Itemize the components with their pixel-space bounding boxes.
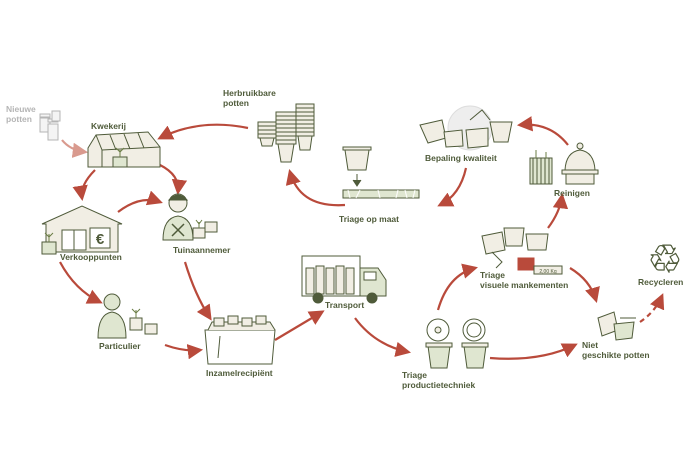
shop-icon: €	[41, 205, 123, 255]
label-private: Particulier	[99, 341, 141, 351]
arrow-nursery-to-shops	[72, 169, 96, 202]
recycle-symbol: ♻	[648, 237, 682, 281]
label-cleaning: Reinigen	[554, 188, 590, 198]
arrow-new-pots-to-nursery	[61, 139, 89, 159]
person-icon	[97, 293, 158, 339]
quality-pots-icon	[419, 105, 513, 151]
production-triage-icon	[425, 318, 489, 369]
new-pots-icon	[39, 110, 61, 141]
arrow-visual-to-unfit	[569, 267, 600, 303]
unfit-pots-icon	[597, 311, 636, 341]
gardener-icon	[162, 193, 218, 241]
label-recycle: Recycleren	[638, 277, 684, 287]
truck-cargo-pots	[305, 265, 355, 295]
label-reusable-pots: Herbruikbare potten	[223, 88, 276, 108]
label-new-pots: Nieuwe potten	[6, 104, 36, 124]
label-unfit-pots: Niet geschikte potten	[582, 340, 650, 360]
flow-arrows	[59, 116, 665, 360]
truck-icon	[301, 255, 387, 304]
arrow-visual-to-cleaning	[547, 192, 569, 229]
bell-cover-icon	[561, 142, 599, 185]
scale-readout: 2,00 Kg	[539, 269, 556, 275]
label-transport: Transport	[325, 300, 365, 310]
arrow-shops-to-private	[59, 261, 103, 304]
label-visual-triage: Triage visuele mankementen	[480, 270, 569, 290]
size-sorting-icon	[342, 146, 420, 199]
arrow-gardener-to-bin	[183, 261, 212, 321]
label-size-sorting: Triage op maat	[339, 214, 399, 224]
arrow-reusable-to-nursery	[157, 123, 249, 140]
label-production-triage: Triage productietechniek	[402, 370, 476, 390]
arrow-private-to-bin	[164, 343, 204, 360]
cleaning-icon	[529, 142, 599, 185]
euro-symbol: €	[96, 231, 105, 248]
arrow-triage-production-to-visual	[436, 263, 478, 311]
arrow-size-sorting-to-reusable	[285, 169, 346, 207]
arrow-unfit-to-recycle	[639, 293, 665, 323]
label-shops: Verkooppunten	[60, 252, 122, 262]
pot-stack-green-icon	[529, 150, 553, 185]
arrow-triage-production-to-unfit	[489, 343, 578, 360]
greenhouse-icon	[87, 131, 161, 168]
arrow-nursery-to-gardener	[159, 164, 188, 196]
arrow-quality-to-size-sorting	[437, 167, 468, 207]
label-gardener: Tuinaannemer	[173, 245, 231, 255]
bin-icon	[204, 315, 276, 365]
label-nursery: Kwekerij	[91, 121, 126, 131]
visual-triage-icon: 2,00 Kg	[481, 227, 563, 275]
arrow-transport-to-triage-production	[354, 317, 412, 357]
pot-stack-icon	[257, 103, 315, 163]
arrow-bin-to-transport	[274, 310, 325, 341]
label-quality-determination: Bepaling kwaliteit	[425, 153, 497, 163]
scale-icon: 2,00 Kg	[533, 265, 563, 275]
recycle-icon: ♻	[647, 236, 682, 281]
label-collection-bin: Inzamelrecipiënt	[206, 368, 273, 378]
arrow-cleaning-to-quality	[516, 116, 569, 146]
arrow-shops-to-gardener	[117, 190, 163, 213]
